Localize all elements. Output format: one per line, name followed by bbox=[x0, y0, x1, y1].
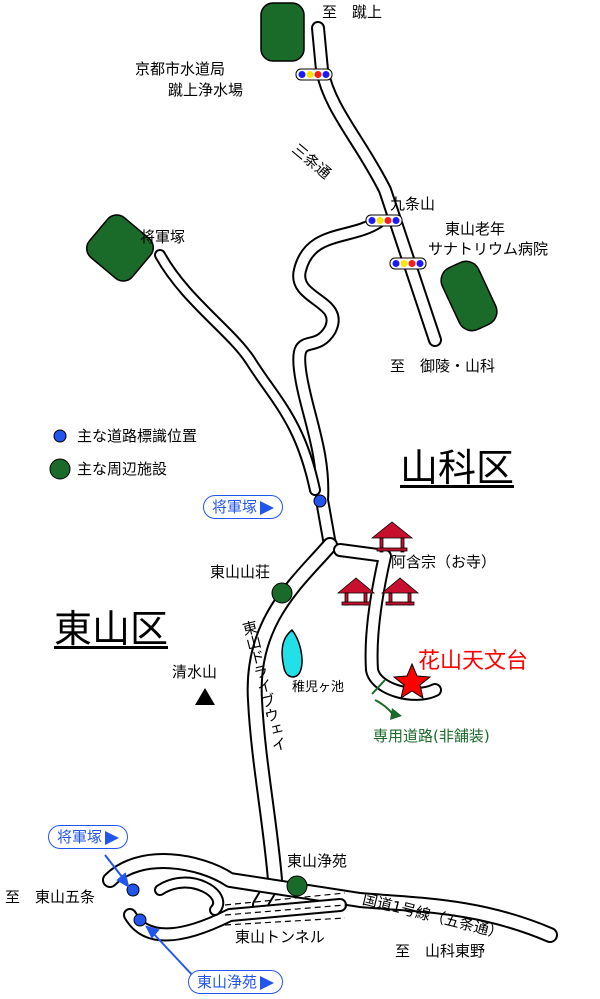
private-road-marker bbox=[371, 679, 386, 695]
legend-facility-dot bbox=[49, 458, 71, 480]
tunnel-label: 東山トンネル bbox=[235, 928, 325, 946]
keage-forest bbox=[260, 2, 305, 62]
legend-facility-label: 主な周辺施設 bbox=[77, 460, 168, 478]
sanatorium-forest bbox=[440, 260, 498, 332]
shogunzuka-sign-2: 将軍塚 bbox=[48, 825, 129, 849]
to-keage-label: 至 蹴上 bbox=[322, 3, 383, 21]
to-goryo-label: 至 御陵・山科 bbox=[390, 357, 496, 375]
higashiyama-ward-label: 東山区 bbox=[54, 607, 169, 651]
to-gojo-label: 至 東山五条 bbox=[5, 888, 96, 906]
higashiyama-joen-label: 東山浄苑 bbox=[287, 852, 348, 870]
pond-shape bbox=[281, 628, 303, 678]
sign-location-dot bbox=[133, 913, 147, 927]
sanatorium-label-1: 東山老年 bbox=[445, 220, 506, 238]
sanatorium-label-2: サナトリウム病院 bbox=[428, 240, 549, 258]
triangle-icon bbox=[195, 688, 215, 705]
shogunzuka-sign-1: 将軍塚 bbox=[203, 495, 284, 519]
shogunzuka-forest bbox=[85, 214, 155, 282]
waterworks-label-2: 蹴上浄水場 bbox=[168, 81, 244, 99]
higashiyama-joen-sign: 東山浄苑 bbox=[188, 970, 284, 994]
yamashina-ward-label: 山科区 bbox=[400, 446, 515, 490]
sign-text: 将軍塚 bbox=[212, 498, 258, 516]
pond-label: 稚児ヶ池 bbox=[292, 680, 345, 695]
facility-dot bbox=[271, 582, 293, 604]
star-icon bbox=[392, 662, 432, 700]
private-road-arrowhead-icon bbox=[390, 708, 402, 720]
sign-text: 将軍塚 bbox=[57, 828, 103, 846]
observatory-label: 花山天文台 bbox=[418, 649, 529, 674]
arrow-right-icon bbox=[260, 500, 275, 515]
sign-pointer-arrow bbox=[104, 854, 196, 979]
sign-location-dot bbox=[313, 494, 327, 508]
higashiyama-sanso-label: 東山山荘 bbox=[210, 563, 271, 581]
facility-dot bbox=[286, 875, 308, 897]
arrow-right-icon bbox=[105, 830, 120, 845]
agonshu-label: 阿含宗（お寺） bbox=[391, 553, 497, 571]
private-road-label: 専用道路(非舗装) bbox=[373, 727, 490, 745]
arrow-right-icon bbox=[260, 975, 275, 990]
kiyomizuyama-label: 清水山 bbox=[172, 663, 218, 681]
sign-text: 東山浄苑 bbox=[197, 973, 258, 991]
tunnel bbox=[224, 892, 346, 926]
legend-sign-label: 主な道路標識位置 bbox=[77, 427, 198, 445]
traffic-light-icon bbox=[295, 68, 427, 270]
kujoyama-label: 九条山 bbox=[390, 195, 436, 213]
to-higashino-label: 至 山科東野 bbox=[395, 942, 486, 960]
legend-sign-dot bbox=[53, 429, 67, 443]
shogunzuka-label: 将軍塚 bbox=[140, 228, 186, 246]
waterworks-label-1: 京都市水道局 bbox=[135, 60, 226, 78]
sign-location-dot bbox=[126, 883, 140, 897]
temple-icon bbox=[336, 521, 420, 606]
